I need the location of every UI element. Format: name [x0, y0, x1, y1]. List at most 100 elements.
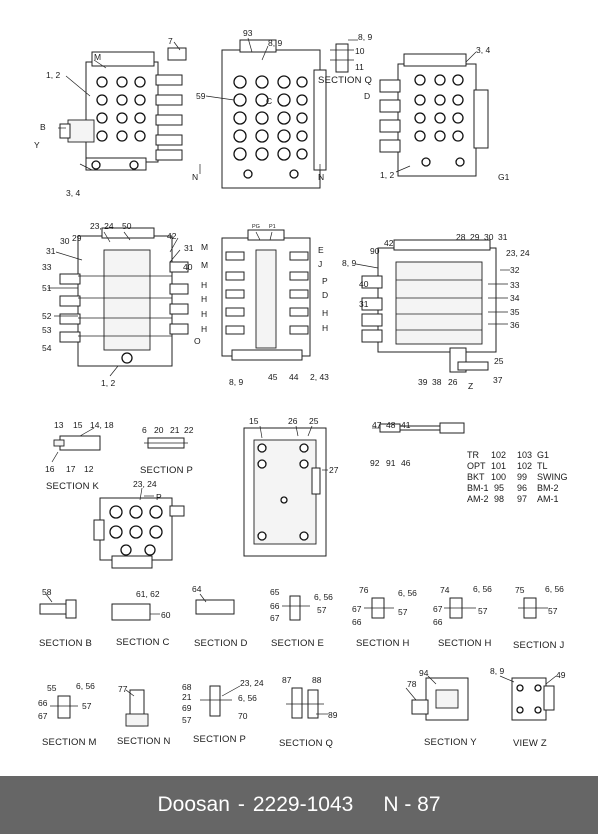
lower-assembly: 23, 24 P [93, 479, 185, 569]
footer-part-number: 2229-1043 [252, 793, 354, 816]
label-m2: M [201, 260, 208, 270]
label-35: 35 [510, 307, 520, 317]
valve-front-view-center: M M H H H H O E J P D H H PG P1 8, 9 45 … [194, 224, 329, 387]
label-45: 45 [268, 372, 278, 382]
label-pg: PG [252, 224, 260, 230]
label-70: 70 [238, 711, 248, 721]
label-27: 27 [329, 465, 339, 475]
label-11: 11 [355, 62, 364, 72]
label-6-56: 6, 56 [398, 588, 417, 598]
caption-view-z: VIEW Z [513, 738, 547, 749]
label-57: 57 [82, 701, 92, 711]
caption-section-e: SECTION E [271, 638, 324, 649]
label-89: 89 [328, 710, 338, 720]
label-57: 57 [182, 715, 192, 725]
label-j: J [318, 259, 322, 269]
label-21: 21 [170, 425, 180, 435]
label-8-9: 8, 9 [490, 666, 504, 676]
label-m1: M [201, 242, 208, 252]
small-part-and-port-table: 47 48 41 92 91 46 TR 102 103 G1 OPT 101 … [370, 420, 568, 504]
caption-section-p: SECTION P [193, 734, 246, 745]
label-30: 30 [484, 232, 494, 242]
caption-section-h-1: SECTION H [356, 638, 410, 649]
label-h5: H [322, 308, 328, 318]
label-65: 65 [270, 587, 280, 597]
parts-diagram-sheet: M 1, 2 7 B Y 3, 4 93 8, 9 59 C N N [34, 28, 568, 749]
label-42: 42 [384, 238, 394, 248]
label-33: 33 [42, 262, 52, 272]
label-39: 39 [418, 377, 428, 387]
valve-plate-view: 15 26 25 27 [243, 416, 339, 557]
port-table-cell: G1 [537, 450, 549, 460]
label-1-2: 1, 2 [46, 70, 60, 80]
label-o: O [194, 336, 201, 346]
label-58: 58 [42, 587, 52, 597]
label-88: 88 [312, 675, 322, 685]
label-33: 33 [510, 280, 520, 290]
label-25: 25 [494, 356, 504, 366]
label-15: 15 [249, 416, 259, 426]
section-p: 68 23, 24 21 6, 56 69 57 70 SECTION P [182, 678, 264, 745]
footer-dash: - [237, 793, 245, 816]
caption-section-q: SECTION Q [279, 738, 333, 749]
label-29: 29 [470, 232, 480, 242]
label-47: 47 [372, 420, 382, 430]
label-p: P [322, 276, 328, 286]
label-23-24: 23, 24 [506, 248, 530, 258]
label-10: 10 [355, 46, 365, 56]
label-52: 52 [42, 311, 52, 321]
caption-section-d: SECTION D [194, 638, 248, 649]
label-6: 6 [142, 425, 147, 435]
label-b: B [40, 122, 46, 132]
label-8-9: 8, 9 [342, 258, 356, 268]
label-8-9: 8, 9 [229, 377, 243, 387]
port-table-cell: TL [537, 461, 548, 471]
footer-brand: Doosan [157, 793, 230, 816]
label-c: C [266, 96, 272, 106]
label-29: 29 [72, 233, 82, 243]
label-42: 42 [167, 231, 177, 241]
port-table-cell: BM-2 [537, 483, 559, 493]
label-31b: 31 [184, 243, 194, 253]
caption-section-p-small: SECTION P [140, 465, 193, 476]
main-valve-top-left: M 1, 2 7 B Y 3, 4 [34, 36, 187, 198]
main-valve-top-center: 93 8, 9 59 C N N [192, 28, 327, 189]
section-h-2: 74 6, 56 67 57 66 SECTION H [433, 584, 492, 649]
label-p: P [156, 492, 162, 502]
port-table-cell: SWING [537, 472, 568, 482]
label-1-2: 1, 2 [101, 378, 115, 388]
label-34: 34 [510, 293, 520, 303]
port-table-cell: TR [467, 450, 479, 460]
label-90: 90 [370, 246, 380, 256]
label-26: 26 [448, 377, 458, 387]
label-6-56: 6, 56 [238, 693, 257, 703]
section-b: 58 SECTION B [39, 587, 92, 649]
section-h-1: 76 6, 56 67 57 66 SECTION H [352, 585, 417, 649]
label-h6: H [322, 323, 328, 333]
port-table-cell: 101 [491, 461, 506, 471]
caption-section-j: SECTION J [513, 640, 564, 651]
caption-section-y: SECTION Y [424, 737, 477, 748]
label-44: 44 [289, 372, 299, 382]
footer-page: N - 87 [383, 793, 441, 816]
port-table-cell: 96 [517, 483, 527, 493]
label-59: 59 [196, 91, 206, 101]
label-23-24: 23, 24 [240, 678, 264, 688]
label-61-62: 61, 62 [136, 589, 160, 599]
label-d: D [322, 290, 328, 300]
section-m: 55 6, 56 66 57 67 SECTION M [38, 681, 96, 748]
section-c: 61, 62 60 SECTION C [111, 589, 171, 648]
port-table-cell: 98 [494, 494, 504, 504]
port-table-cell: 102 [517, 461, 532, 471]
label-32: 32 [510, 265, 520, 275]
label-m: M [94, 52, 101, 62]
label-40: 40 [359, 279, 369, 289]
label-67: 67 [433, 604, 443, 614]
label-91: 91 [386, 458, 396, 468]
section-q-top: 8, 9 10 11 SECTION Q D [318, 32, 372, 101]
label-15: 15 [73, 420, 83, 430]
label-25: 25 [309, 416, 319, 426]
port-table-cell: 100 [491, 472, 506, 482]
label-2-43: 2, 43 [310, 372, 329, 382]
label-12: 12 [84, 464, 94, 474]
